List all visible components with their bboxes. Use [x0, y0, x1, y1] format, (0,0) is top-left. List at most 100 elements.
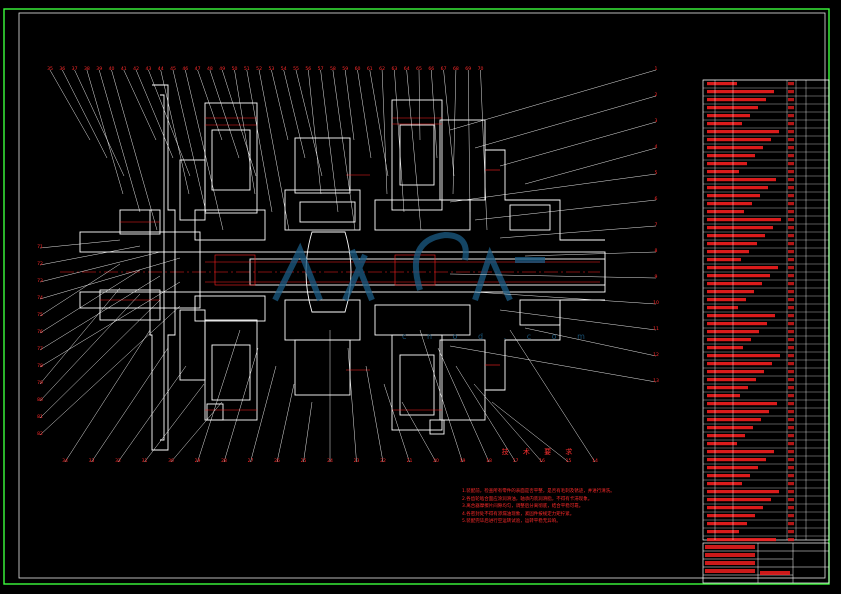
parts-list-row — [707, 394, 740, 398]
balloon-label: 51 — [244, 66, 250, 72]
parts-list-row — [707, 114, 750, 118]
balloon-label: 13 — [653, 378, 659, 384]
balloon-label: 37 — [72, 66, 78, 72]
requirement-item: 5.装配完毕后进行空运转试验，运转平稳无异响。 — [462, 519, 561, 525]
balloon-label: 17 — [513, 458, 519, 464]
balloon-label: 33 — [89, 458, 95, 464]
balloon-label: 57 — [318, 66, 324, 72]
balloon-label: 70 — [478, 66, 484, 72]
parts-list-row — [707, 386, 748, 390]
balloon-label: 46 — [182, 66, 188, 72]
parts-list-row — [707, 162, 747, 166]
parts-list-row — [707, 266, 778, 270]
watermark-site-text: c n o d . c o m — [402, 332, 594, 341]
balloon-label: 76 — [37, 329, 43, 335]
parts-list-row — [707, 138, 771, 142]
parts-list-row — [707, 362, 772, 366]
balloon-label: 31 — [142, 458, 148, 464]
parts-list-row — [707, 178, 776, 182]
parts-list-row — [707, 450, 774, 454]
parts-list-row — [707, 226, 773, 230]
parts-list-row — [707, 130, 779, 134]
balloon-label: 43 — [145, 66, 151, 72]
balloon-label: 58 — [330, 66, 336, 72]
balloon-label: 69 — [465, 66, 471, 72]
balloon-label: 55 — [293, 66, 299, 72]
clutch-assembly-section — [60, 84, 606, 451]
balloon-label: 65 — [416, 66, 422, 72]
parts-list-row — [707, 338, 751, 342]
balloon-label: 66 — [428, 66, 434, 72]
balloon-label: 20 — [433, 458, 439, 464]
balloon-label: 36 — [59, 66, 65, 72]
balloon-label: 61 — [367, 66, 373, 72]
parts-list-table — [702, 79, 830, 542]
requirement-item: 3.离合器摩擦片间隙均匀，调整后分离彻底，结合平稳可靠。 — [462, 504, 584, 510]
parts-list-row — [707, 346, 743, 350]
parts-list-row — [707, 402, 777, 406]
parts-list-row — [707, 186, 768, 190]
parts-list-row — [707, 194, 760, 198]
balloon-label: 45 — [170, 66, 176, 72]
watermark-logo — [272, 231, 545, 302]
balloon-label: 10 — [653, 300, 659, 306]
parts-list-row — [707, 258, 741, 262]
balloon-label: 44 — [158, 66, 164, 72]
parts-list-row — [707, 282, 762, 286]
balloon-label: 78 — [37, 363, 43, 369]
balloon-label: 50 — [232, 66, 238, 72]
parts-list-row — [707, 530, 739, 534]
balloon-label: 72 — [37, 261, 43, 267]
parts-list-row — [707, 234, 765, 238]
balloon-label: 74 — [37, 295, 43, 301]
balloon-label: 59 — [342, 66, 348, 72]
outer-frame — [3, 8, 830, 585]
parts-list-row — [707, 210, 744, 214]
balloon-label: 35 — [47, 66, 53, 72]
balloon-label: 22 — [380, 458, 386, 464]
balloon-label: 5 — [655, 170, 658, 176]
balloon-label: 82 — [37, 431, 43, 437]
balloon-label: 49 — [219, 66, 225, 72]
balloon-label: 53 — [268, 66, 274, 72]
balloon-label: 1 — [655, 66, 658, 72]
balloon-label: 52 — [256, 66, 262, 72]
balloon-label: 4 — [655, 144, 658, 150]
parts-list-row — [707, 466, 758, 470]
balloon-label: 64 — [404, 66, 410, 72]
balloon-label: 12 — [653, 352, 659, 358]
parts-list-row — [707, 250, 749, 254]
balloon-label: 42 — [133, 66, 139, 72]
parts-list-row — [707, 314, 775, 318]
parts-list-row — [707, 98, 766, 102]
balloon-label: 16 — [539, 458, 545, 464]
balloon-label: 18 — [486, 458, 492, 464]
title-block — [702, 542, 830, 584]
balloon-label: 14 — [592, 458, 598, 464]
parts-list-row — [707, 298, 746, 302]
parts-list-row — [707, 458, 766, 462]
balloon-label: 27 — [248, 458, 254, 464]
parts-list-row — [707, 354, 780, 358]
balloon-label: 41 — [121, 66, 127, 72]
balloon-label: 11 — [653, 326, 659, 332]
balloon-label: 21 — [407, 458, 413, 464]
parts-list-row — [707, 498, 771, 502]
balloon-label: 39 — [96, 66, 102, 72]
balloon-label: 56 — [305, 66, 311, 72]
balloon-label: 2 — [655, 92, 658, 98]
parts-list-row — [707, 434, 745, 438]
requirement-item: 4.各密封处不得有渗漏油现象，紧固件按规定力矩拧紧。 — [462, 511, 575, 517]
section-hatching — [100, 117, 500, 411]
balloon-label: 25 — [301, 458, 307, 464]
balloon-label: 79 — [37, 380, 43, 386]
parts-list-row — [707, 474, 750, 478]
parts-list-row — [707, 442, 737, 446]
parts-list-row — [707, 170, 739, 174]
parts-list-row — [707, 418, 761, 422]
balloon-label: 38 — [84, 66, 90, 72]
balloon-label: 62 — [379, 66, 385, 72]
parts-list-row — [707, 274, 770, 278]
